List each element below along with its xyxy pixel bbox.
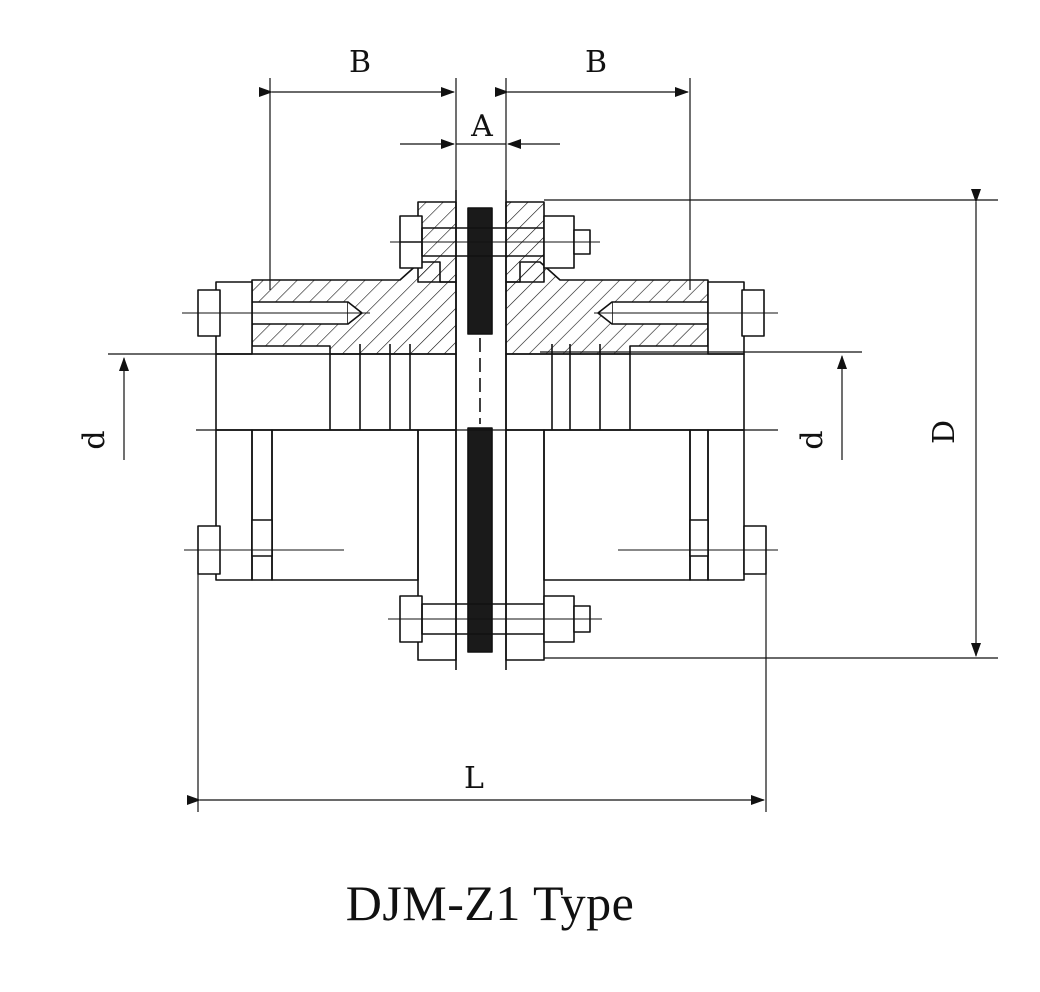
left-hub-lower: [271, 429, 419, 581]
drawing-caption: DJM-Z1 Type: [345, 875, 635, 931]
left-hub-body: [215, 353, 457, 431]
label-d-outer: D: [927, 420, 962, 444]
disc-pack-lower: [467, 427, 493, 653]
label-d-left: d: [77, 430, 112, 449]
right-hub-lower: [543, 429, 691, 581]
label-a: A: [470, 109, 493, 144]
label-b-right: B: [585, 45, 607, 80]
left-outer-flange: [215, 281, 253, 355]
label-b-left: B: [349, 45, 371, 80]
right-outer-flange: [707, 281, 745, 355]
label-l: L: [464, 761, 484, 796]
disc-pack-upper: [467, 207, 493, 335]
right-hub-body: [505, 353, 745, 431]
label-d-right: d: [795, 430, 830, 449]
